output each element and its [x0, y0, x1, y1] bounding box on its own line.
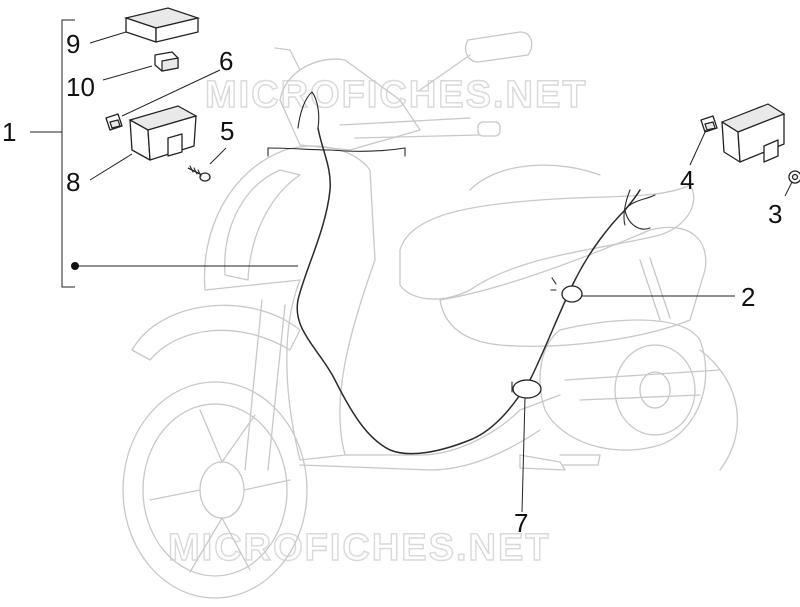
cover-part-9	[123, 7, 201, 43]
callout-2: 2	[741, 282, 755, 312]
clip-part-4	[700, 115, 718, 133]
fuse-box-part-8-right	[720, 103, 786, 163]
group-bracket	[61, 19, 75, 288]
watermark-bottom: MICROFICHES.NET	[168, 527, 551, 569]
leader-8	[89, 153, 133, 181]
clamp-part-7	[511, 379, 542, 399]
leader-6	[121, 69, 221, 117]
leader-9	[89, 31, 127, 44]
callout-6: 6	[219, 46, 233, 76]
leader-4	[689, 129, 707, 166]
callout-7: 7	[514, 508, 528, 538]
callout-9: 9	[66, 29, 80, 59]
callout-10: 10	[66, 72, 95, 102]
scooter-outline	[122, 31, 739, 599]
leader-3	[784, 181, 793, 197]
clip-part-6	[105, 113, 123, 131]
callout-3: 3	[768, 199, 782, 229]
clamp-part-2	[550, 277, 583, 303]
leader-5	[209, 147, 227, 165]
dot-marker	[71, 262, 79, 270]
callout-8: 8	[66, 167, 80, 197]
screw-part-3	[788, 170, 800, 184]
fuse-box-part-8	[128, 105, 198, 161]
callout-1: 1	[2, 117, 16, 147]
watermark-top: MICROFICHES.NET	[205, 74, 588, 116]
leader-10	[102, 65, 153, 81]
leader-7	[521, 397, 526, 513]
callout-4: 4	[680, 165, 694, 195]
screw-part-5	[187, 165, 211, 182]
wiring-harness	[267, 91, 656, 455]
fuse-part-10	[154, 51, 179, 72]
callout-5: 5	[220, 116, 234, 146]
